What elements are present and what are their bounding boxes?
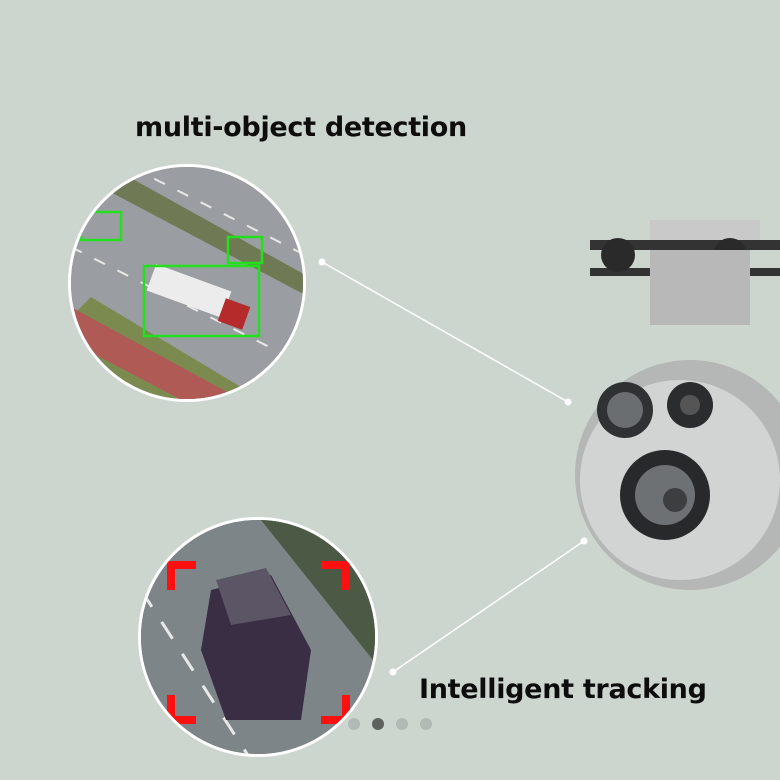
tracking-image [138, 517, 378, 757]
gimbal-camera [570, 210, 780, 600]
carousel-dot-1[interactable] [348, 718, 360, 730]
carousel-dot-4[interactable] [420, 718, 432, 730]
carousel-dot-3[interactable] [396, 718, 408, 730]
detection-box [142, 264, 261, 338]
detection-box [226, 235, 264, 265]
tracking-heading: Intelligent tracking [419, 674, 707, 705]
carousel-dot-2-active[interactable] [372, 718, 384, 730]
carousel-dots [348, 718, 432, 730]
detection-image [68, 164, 306, 402]
detection-heading: multi-object detection [135, 112, 467, 143]
